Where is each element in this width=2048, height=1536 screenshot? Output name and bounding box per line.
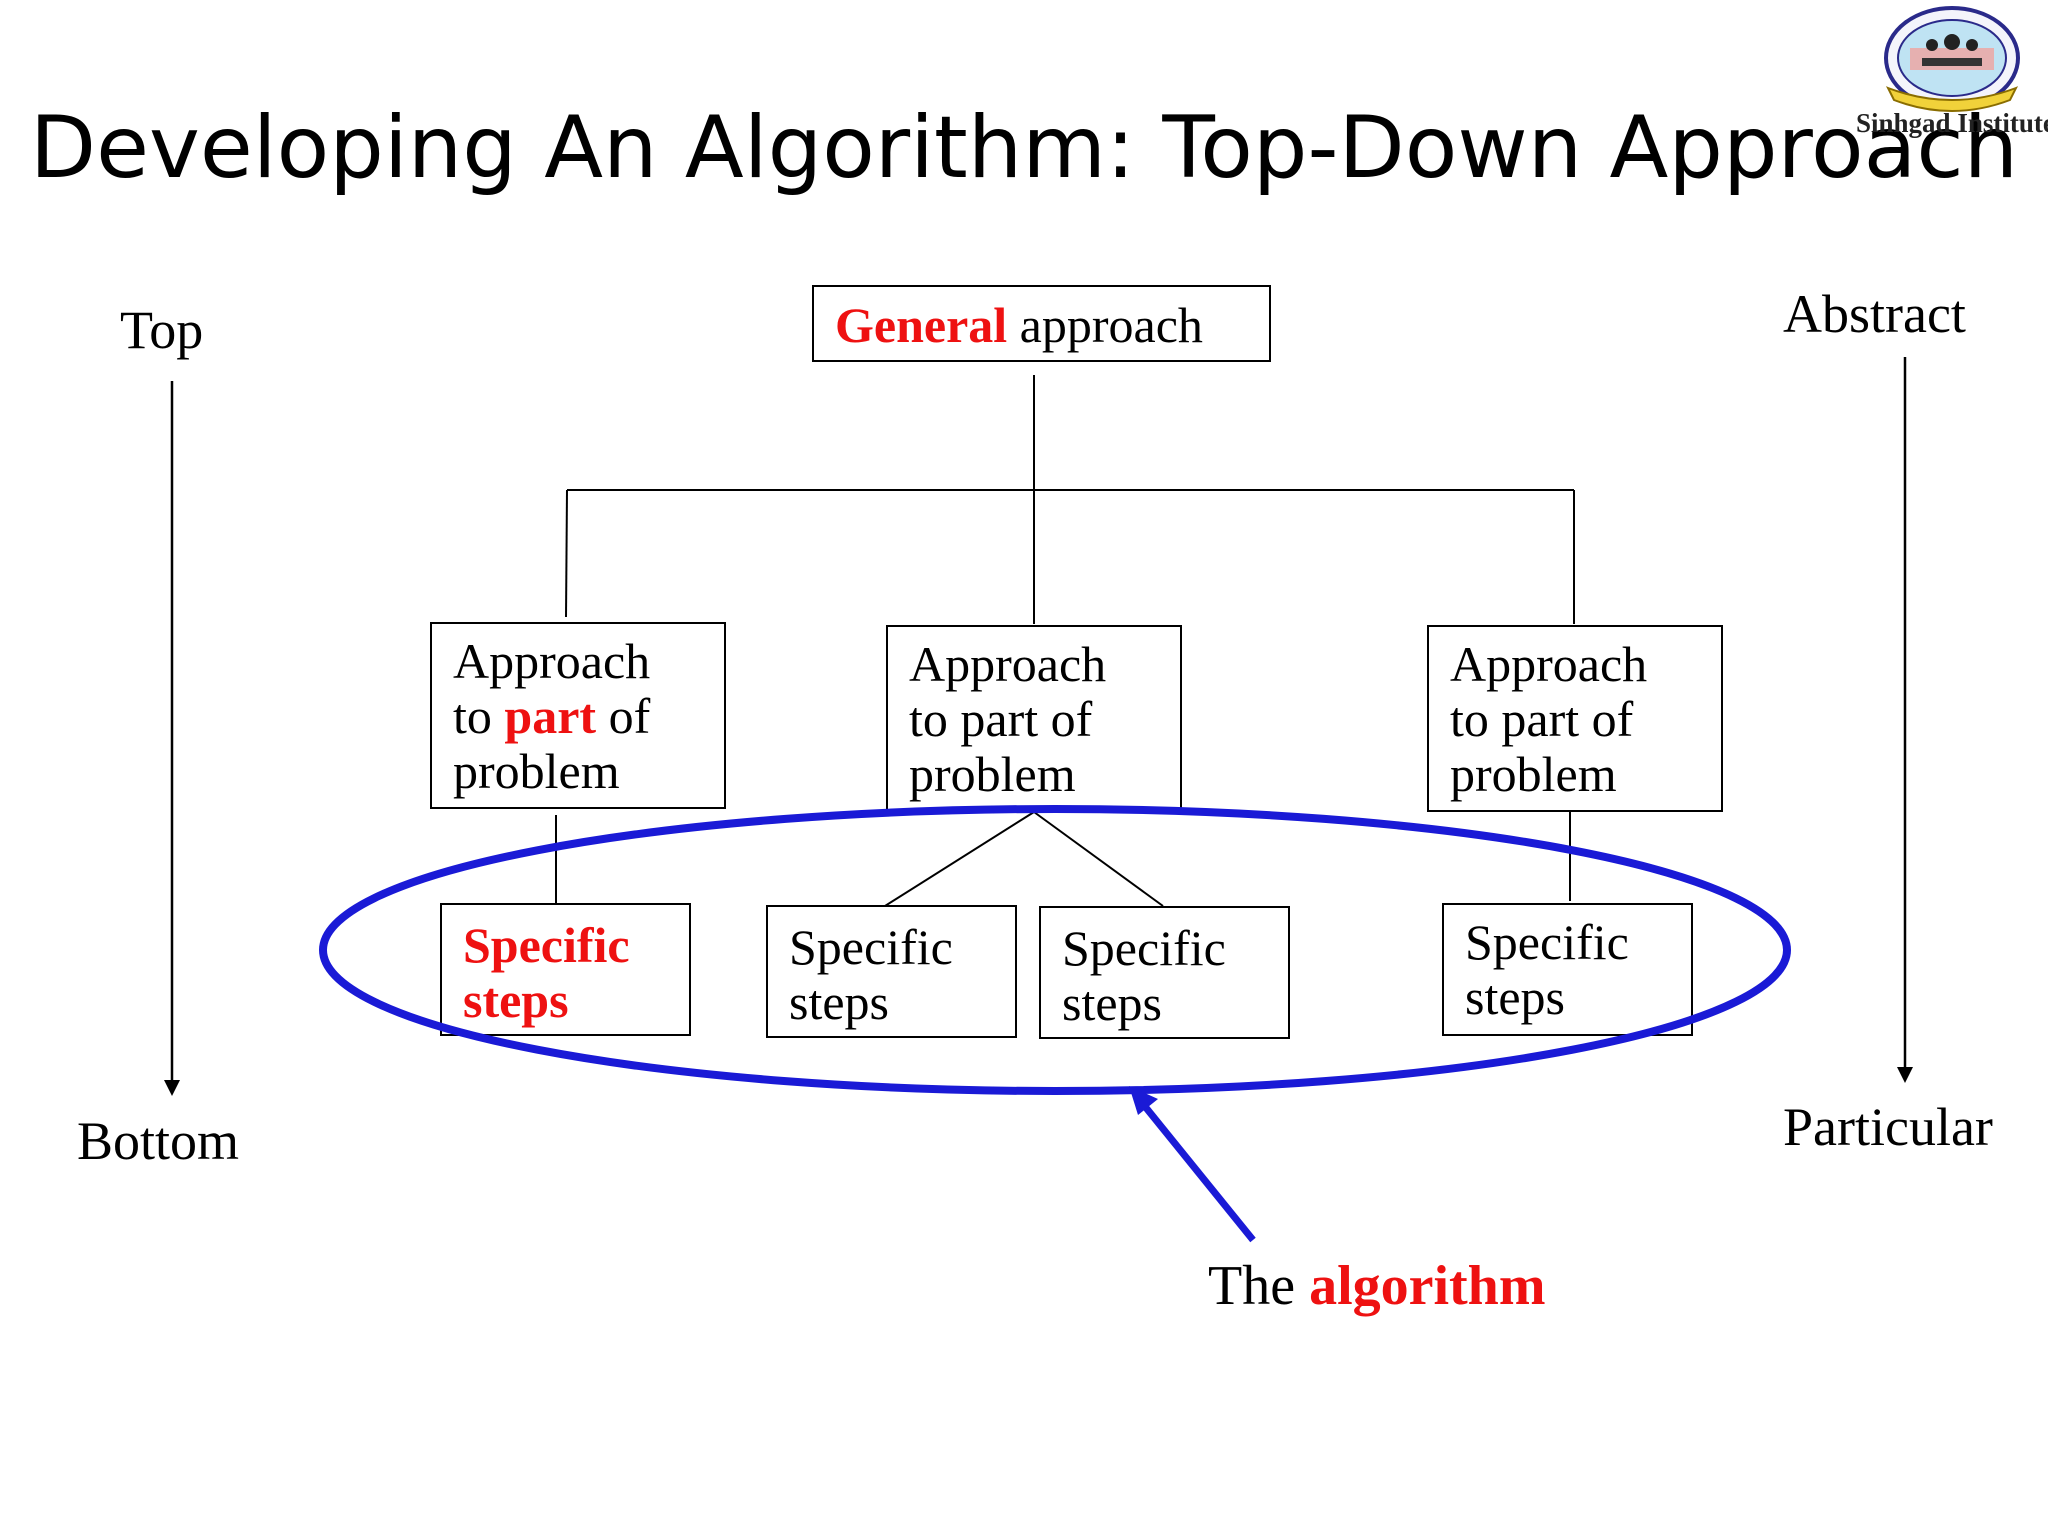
sinhgad-logo-icon xyxy=(1884,6,2020,112)
branch-2-line-3: problem xyxy=(909,746,1076,802)
slide-title: Developing An Algorithm: Top-Down Approa… xyxy=(29,98,2019,198)
branch-3-line-2: to part of xyxy=(1450,691,1634,747)
leaf-4-line-1: Specific xyxy=(1465,914,1629,970)
general-approach-text: General approach xyxy=(835,298,1203,353)
branch-1-line-3: problem xyxy=(453,743,620,799)
abstract-particular-arrowhead xyxy=(1897,1067,1913,1083)
branch-box-2: Approach to part of problem xyxy=(886,625,1182,812)
particular-label: Particular xyxy=(1783,1097,1993,1157)
bottom-label: Bottom xyxy=(77,1111,240,1171)
general-highlight: General xyxy=(835,297,1008,353)
branch-text-3: Approach to part of problem xyxy=(1450,637,1647,802)
branch-text-1: Approach to part of problem xyxy=(453,634,650,799)
branch-1-line-2-post: of xyxy=(596,688,651,744)
algorithm-callout-arrow xyxy=(1140,1101,1256,1243)
branch-3-line-1: Approach xyxy=(1450,636,1648,692)
top-bottom-arrowhead xyxy=(164,1080,180,1096)
leaf-1-line-2: steps xyxy=(463,972,569,1028)
leaf-3-line-1: Specific xyxy=(1062,920,1226,976)
leaf-3-line-2: steps xyxy=(1062,975,1162,1031)
abstract-label: Abstract xyxy=(1783,284,1966,344)
branch-2-line-2: to part of xyxy=(909,691,1093,747)
general-approach-box: General approach xyxy=(812,285,1271,362)
leaf-1-line-1: Specific xyxy=(463,917,630,973)
branch-text-2: Approach to part of problem xyxy=(909,637,1106,802)
top-label: Top xyxy=(120,300,204,360)
branch-2-line-1: Approach xyxy=(909,636,1107,692)
leaf-text-1: Specific steps xyxy=(463,918,630,1028)
algorithm-callout: The algorithm xyxy=(1208,1254,1545,1318)
part-highlight: part xyxy=(504,688,597,744)
approach-word: approach xyxy=(1019,297,1203,353)
branch-1-line-1: Approach xyxy=(453,633,651,689)
algorithm-ellipse xyxy=(319,805,1791,1095)
logo-text: Sinhgad Institutes xyxy=(1856,108,2048,138)
leaf-2-line-2: steps xyxy=(789,974,889,1030)
leaf-connector-2 xyxy=(884,811,1035,907)
algorithm-prefix: The xyxy=(1208,1255,1296,1317)
algorithm-highlight: algorithm xyxy=(1309,1255,1546,1317)
leaf-2-line-1: Specific xyxy=(789,919,953,975)
leaf-box-1: Specific steps xyxy=(440,903,691,1036)
leaf-text-4: Specific steps xyxy=(1465,915,1629,1025)
branch-box-1: Approach to part of problem xyxy=(430,622,726,809)
branch-1-line-2-pre: to xyxy=(453,688,505,744)
leaf-text-3: Specific steps xyxy=(1062,921,1226,1031)
leaf-box-4: Specific steps xyxy=(1442,903,1693,1036)
leaf-text-2: Specific steps xyxy=(789,920,953,1030)
branch-3-line-3: problem xyxy=(1450,746,1617,802)
algorithm-callout-arrowhead xyxy=(1129,1086,1158,1115)
leaf-box-3: Specific steps xyxy=(1039,906,1290,1039)
leaf-connector-3 xyxy=(1033,811,1164,907)
branch-box-3: Approach to part of problem xyxy=(1427,625,1723,812)
leaf-4-line-2: steps xyxy=(1465,969,1565,1025)
leaf-box-2: Specific steps xyxy=(766,905,1017,1038)
branch-connector-1 xyxy=(565,489,568,618)
branch-1-line-2: to part of xyxy=(453,689,650,744)
